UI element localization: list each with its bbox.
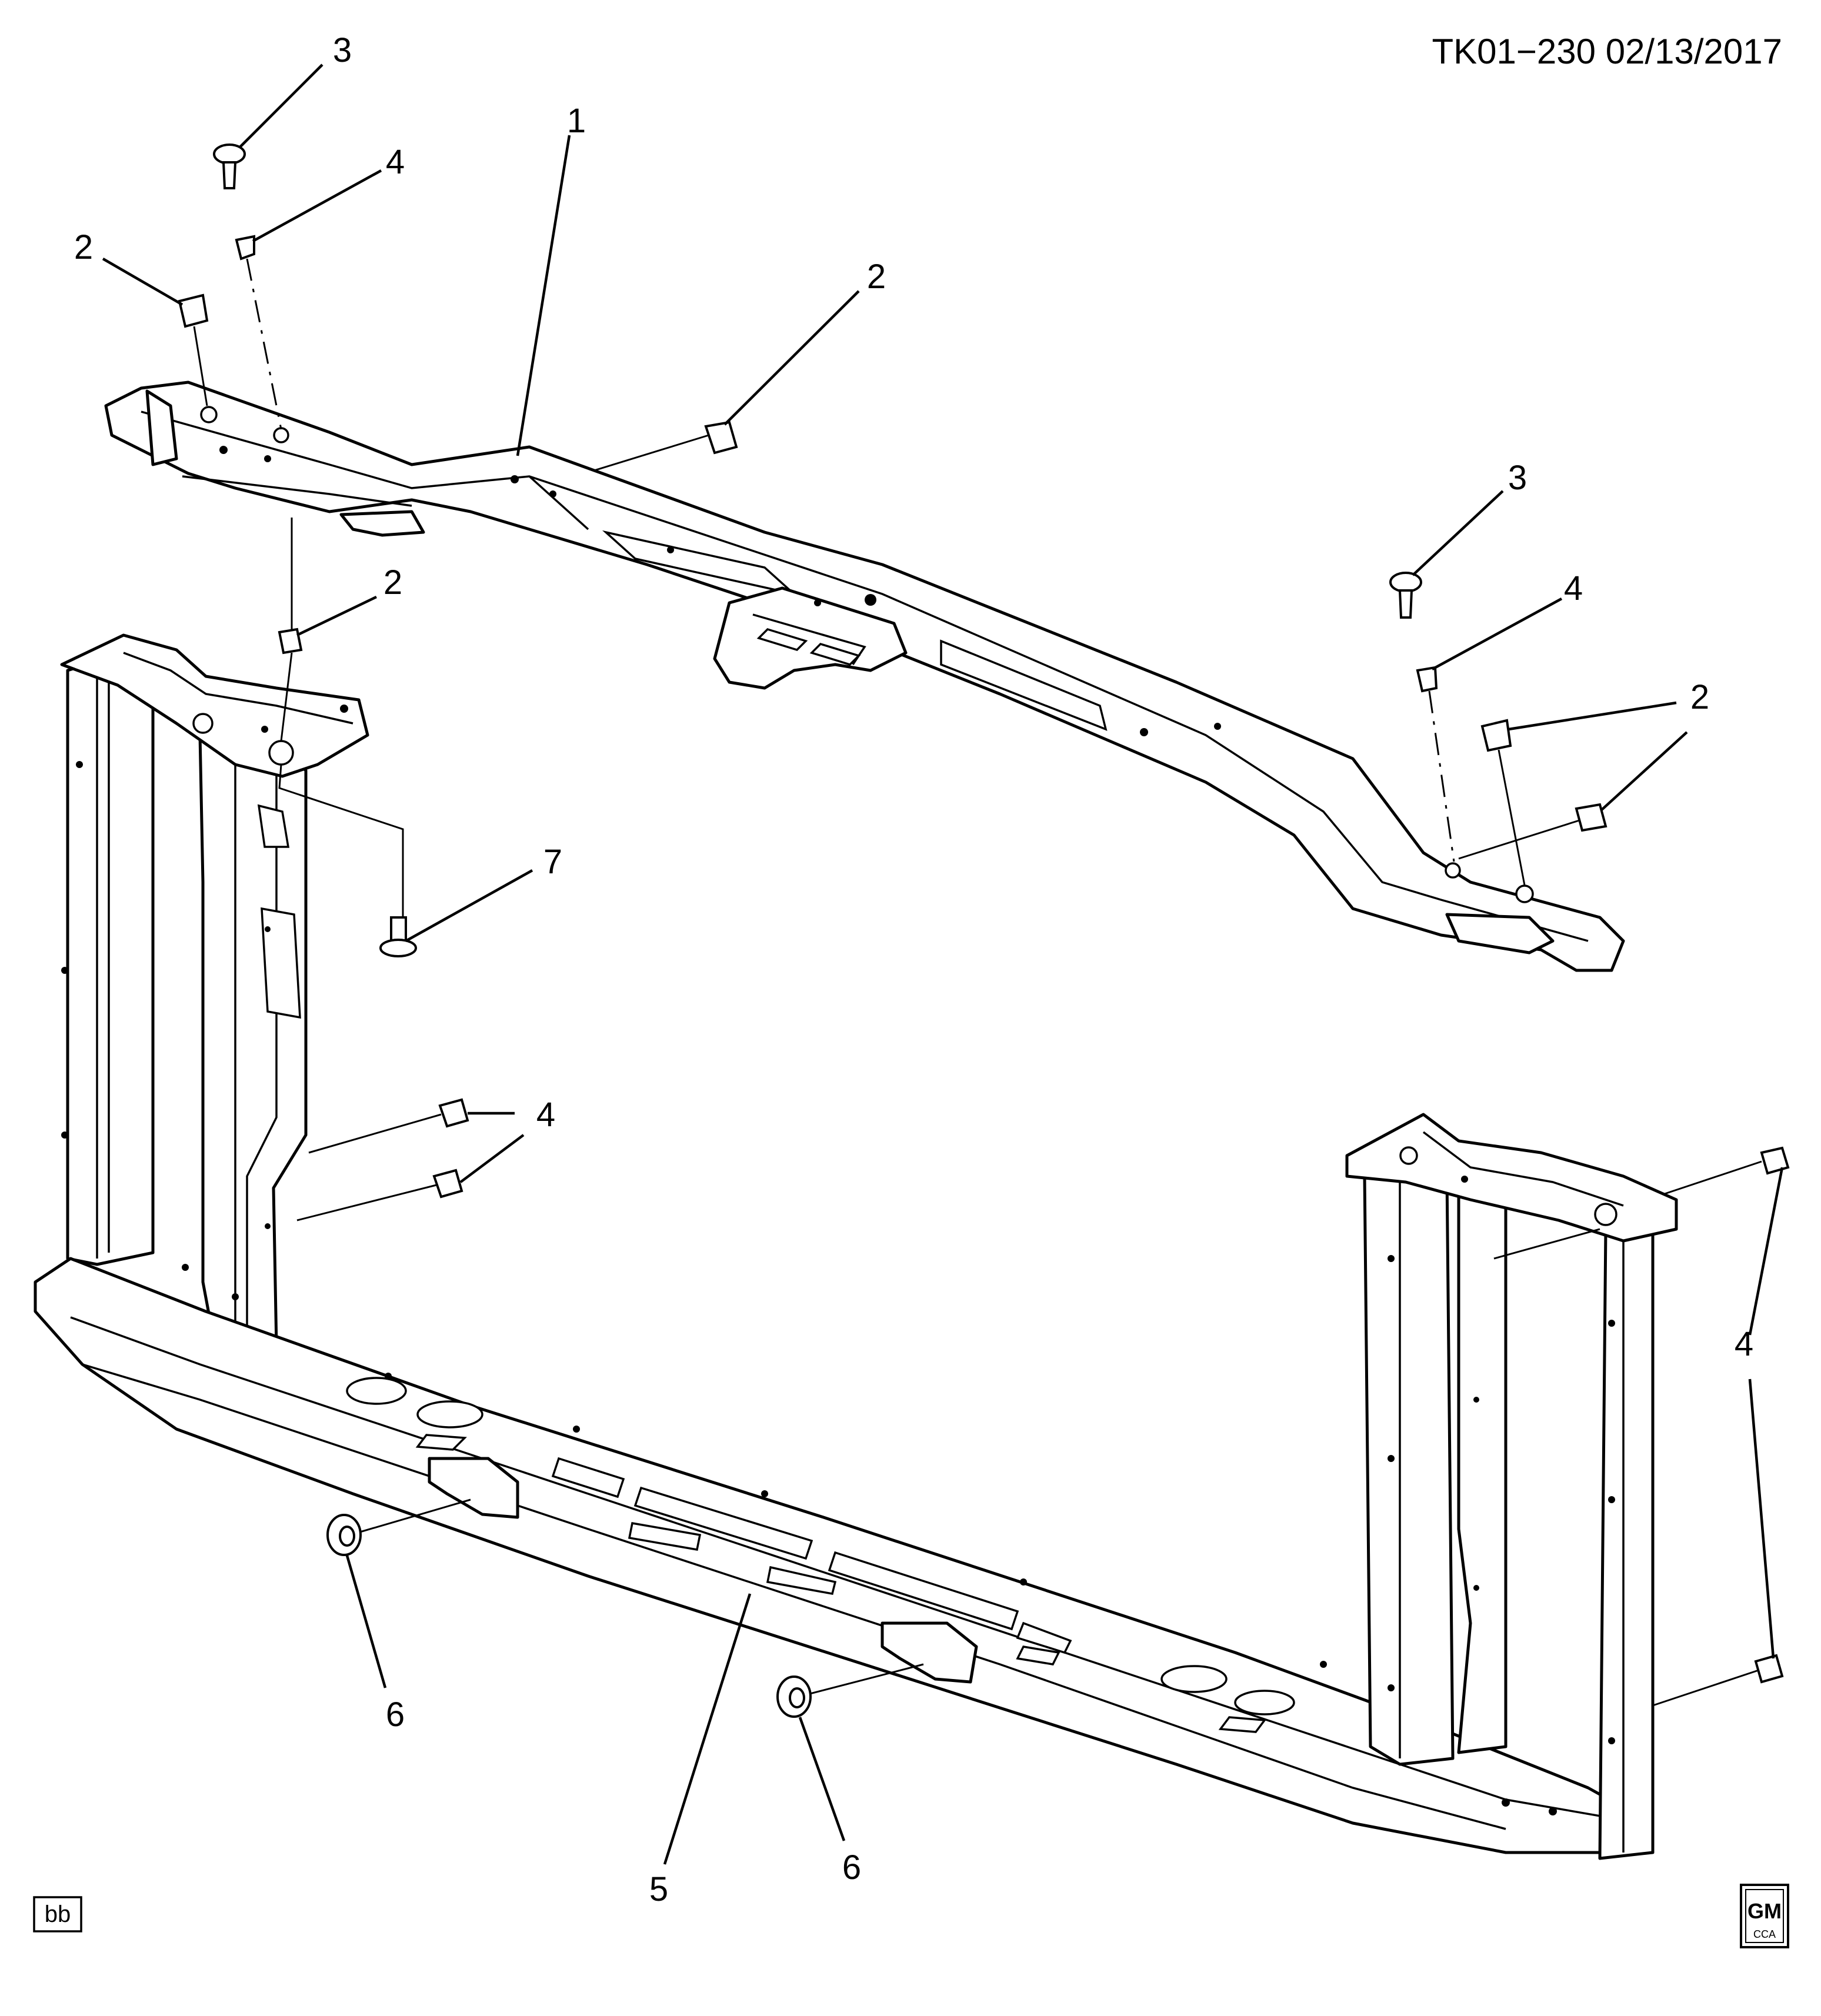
callout-label: 6 xyxy=(386,1695,405,1734)
retainer-icon xyxy=(235,235,255,261)
nut-icon xyxy=(1480,719,1512,752)
callout-label: 4 xyxy=(536,1096,555,1134)
callout-label: 2 xyxy=(867,258,886,296)
callout-label: 5 xyxy=(649,1870,668,1908)
callout-label: 2 xyxy=(74,228,93,266)
gm-logo-text: GM xyxy=(1747,1899,1782,1923)
nut-icon xyxy=(438,1098,469,1128)
callout-label: 6 xyxy=(842,1848,861,1887)
document-id: TK01−230 02/13/2017 xyxy=(1432,32,1782,71)
upper-tie-bar xyxy=(104,380,1625,972)
corner-label: bb xyxy=(45,1901,71,1927)
bolt-icon xyxy=(379,916,417,957)
push-retainer-icon xyxy=(326,1514,362,1556)
callout-label: 4 xyxy=(1735,1325,1753,1363)
callout-label: 2 xyxy=(383,563,402,602)
callout-label: 3 xyxy=(1508,459,1527,497)
radiator-support xyxy=(34,633,1678,1860)
retainer-icon xyxy=(1416,666,1438,693)
push-retainer-icon xyxy=(776,1675,812,1718)
callout-label: 2 xyxy=(1690,678,1709,716)
bolt-icon xyxy=(1389,572,1422,619)
gm-logo-subtext: CCA xyxy=(1753,1928,1776,1940)
nut-icon xyxy=(1575,803,1607,832)
callout-label: 3 xyxy=(333,31,352,69)
corner-label-box xyxy=(33,1896,82,1932)
callout-label: 7 xyxy=(543,843,562,881)
nut-icon xyxy=(1760,1146,1790,1175)
nut-icon xyxy=(432,1169,463,1199)
nut-icon xyxy=(704,420,738,455)
nut-icon xyxy=(178,293,209,328)
callout-label: 4 xyxy=(1564,569,1583,608)
gm-logo: GM CCA xyxy=(1740,1884,1789,1948)
callout-label: 4 xyxy=(386,143,405,181)
nut-icon xyxy=(1754,1654,1784,1684)
nut-icon xyxy=(278,628,303,655)
callout-label: 1 xyxy=(567,102,586,140)
bolt-icon xyxy=(213,143,246,189)
